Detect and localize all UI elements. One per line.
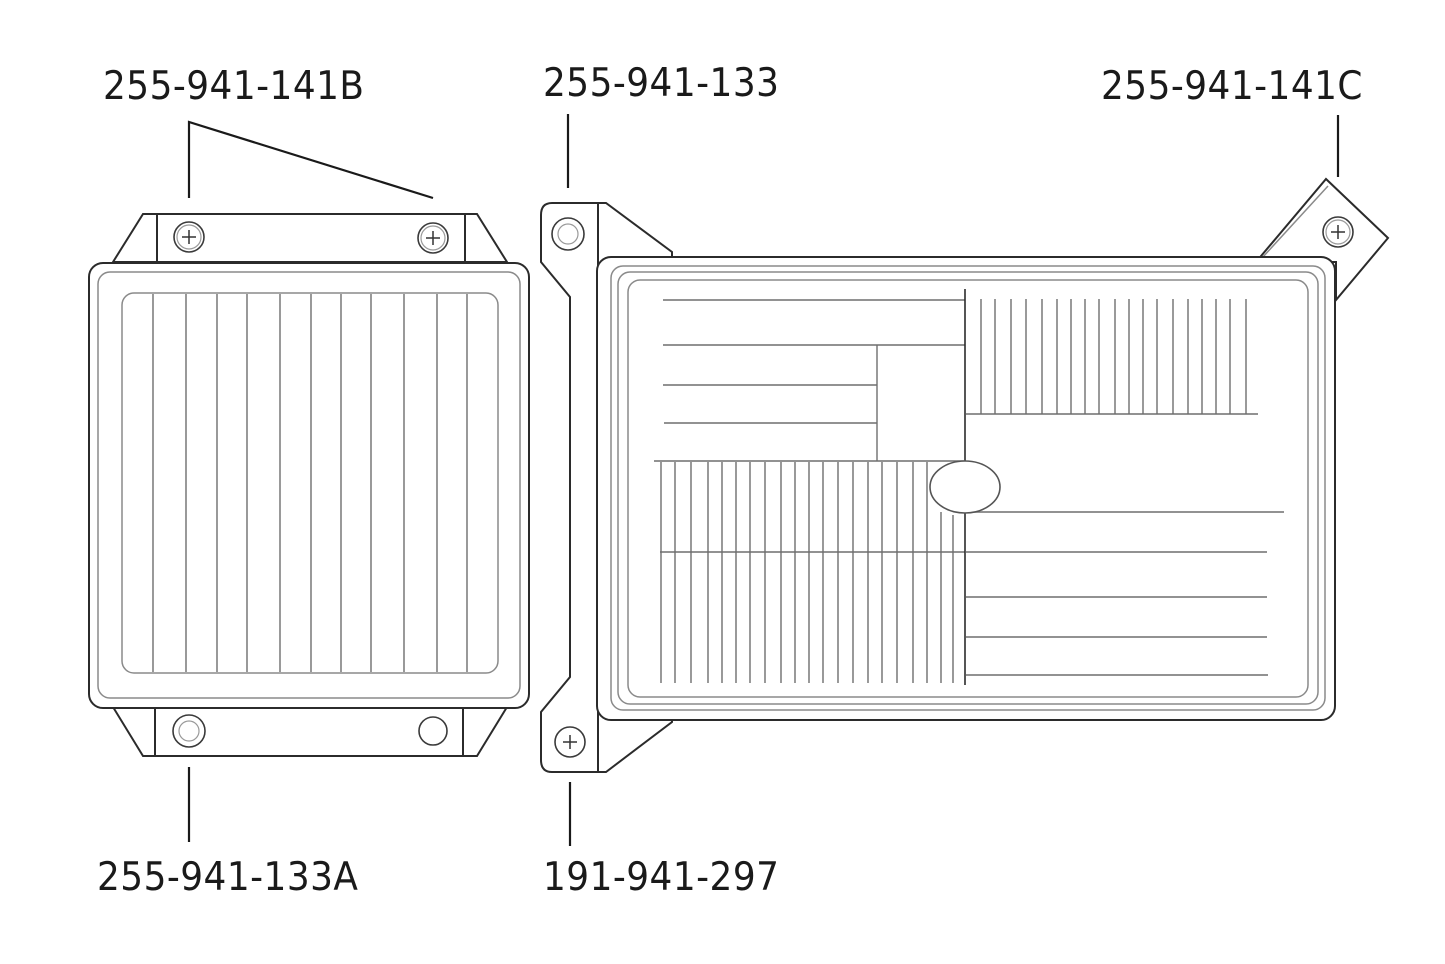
left-fin-panel — [121, 292, 499, 674]
hole-icon — [418, 716, 448, 746]
leader-255-941-141B — [187, 120, 434, 200]
left-housing — [88, 262, 530, 709]
screw-icon — [417, 222, 449, 254]
part-label-top-center: 255-941-133 — [543, 61, 780, 106]
right-fins-top-right — [966, 299, 1258, 415]
screw-icon — [554, 726, 586, 758]
right-fins-bottom-right — [964, 511, 1284, 685]
left-bottom-bracket — [111, 706, 509, 757]
part-label-bottom-left: 255-941-133A — [97, 855, 359, 900]
part-label-bottom-center: 191-941-297 — [543, 855, 780, 900]
part-label-top-right: 255-941-141C — [1101, 64, 1363, 109]
right-fins-top-left — [654, 289, 966, 462]
left-fins — [152, 294, 468, 672]
right-fins-bottom-left — [660, 462, 965, 683]
right-module — [596, 256, 1336, 721]
washer-icon — [172, 714, 206, 748]
screw-icon — [173, 221, 205, 253]
leader-lines — [187, 114, 1340, 846]
center-boss — [929, 460, 1001, 514]
washer-icon — [551, 217, 585, 251]
left-module — [88, 213, 530, 757]
screw-icon — [1322, 216, 1354, 248]
part-label-top-left: 255-941-141B — [103, 64, 365, 109]
right-fin-panel — [627, 279, 1309, 698]
